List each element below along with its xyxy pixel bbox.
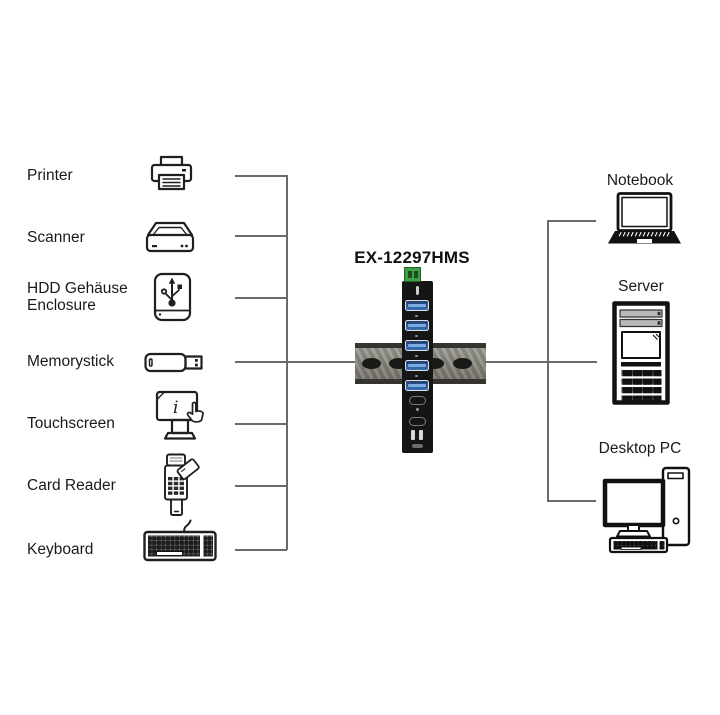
- usb-tongue: [408, 303, 426, 307]
- rail-slot: [389, 358, 408, 369]
- rail-slot: [362, 358, 381, 369]
- memorystick-icon: [144, 350, 204, 376]
- usb-port-5: [405, 380, 429, 391]
- usb-hub-body: [402, 281, 433, 453]
- label-memorystick: Memorystick: [27, 353, 114, 370]
- touchscreen-icon: i: [149, 390, 211, 442]
- usb-port-3: [405, 340, 429, 351]
- label-touchscreen: Touchscreen: [27, 415, 115, 432]
- terminal-slot: [414, 271, 418, 278]
- label-desktop-pc: Desktop PC: [598, 440, 682, 457]
- hub-model-title: EX-12297HMS: [354, 248, 470, 267]
- line-hdd: [235, 297, 287, 299]
- label-scanner: Scanner: [27, 229, 85, 246]
- svg-text:i: i: [173, 398, 178, 418]
- line-hub-to-server: [486, 361, 597, 363]
- power-led-mark: [416, 286, 419, 295]
- notebook-icon: [606, 192, 682, 250]
- power-connector: [409, 396, 426, 405]
- terminal-slot: [407, 271, 412, 278]
- keyboard-icon: [143, 519, 217, 563]
- label-hdd-enclosure: HDD Gehäuse Enclosure: [27, 280, 128, 314]
- usb-port-4: [405, 360, 429, 371]
- scanner-icon: [145, 220, 195, 260]
- dip-switch: [411, 430, 415, 440]
- line-card-reader: [235, 485, 287, 487]
- usb-tongue: [408, 363, 426, 367]
- server-icon: [612, 301, 670, 405]
- label-card-reader: Card Reader: [27, 477, 116, 494]
- uplink-connector: [409, 417, 426, 426]
- hdd-enclosure-icon: [151, 272, 195, 323]
- hub-power-terminal-block: [404, 267, 421, 282]
- port-label-mark: [415, 335, 418, 337]
- usb-tongue: [408, 343, 426, 347]
- usb-tongue: [408, 323, 426, 327]
- dip-switch: [419, 430, 423, 440]
- rail-slot: [425, 358, 444, 369]
- connector-dot: [416, 408, 419, 411]
- line-touchscreen: [235, 423, 287, 425]
- label-printer: Printer: [27, 167, 73, 184]
- printer-icon: [147, 155, 196, 197]
- usb-port-2: [405, 320, 429, 331]
- port-label-mark: [415, 355, 418, 357]
- line-scanner: [235, 235, 287, 237]
- line-printer: [235, 175, 287, 177]
- usb-port-1: [405, 300, 429, 311]
- label-server: Server: [618, 278, 664, 295]
- left-bus-line: [286, 175, 288, 550]
- label-keyboard: Keyboard: [27, 541, 94, 558]
- line-notebook: [547, 220, 596, 222]
- rail-slot: [453, 358, 472, 369]
- right-bus-line: [547, 220, 549, 501]
- line-memorystick-to-hub: [235, 361, 355, 363]
- port-label-mark: [415, 375, 418, 377]
- port-label-mark: [415, 315, 418, 317]
- line-keyboard: [235, 549, 287, 551]
- line-desktop-pc: [547, 500, 596, 502]
- card-reader-icon: [158, 453, 200, 520]
- desktop-pc-icon: [597, 466, 693, 554]
- label-notebook: Notebook: [606, 172, 674, 189]
- usb-tongue: [408, 383, 426, 387]
- usb-b-port: [412, 444, 423, 448]
